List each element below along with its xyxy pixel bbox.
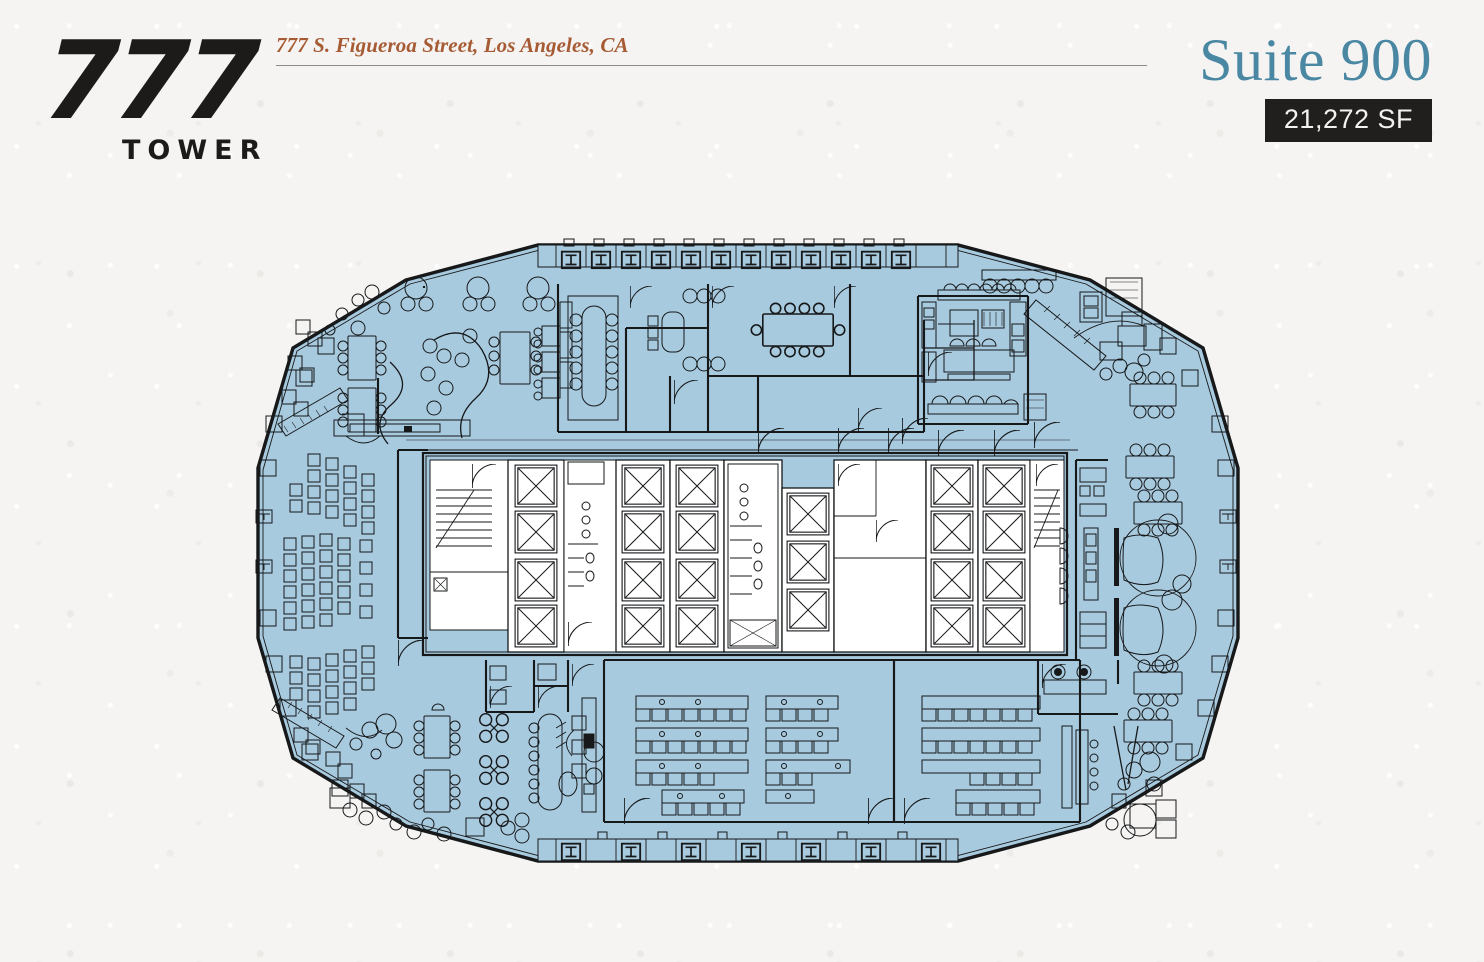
elevator-bank-east-2 [977,459,1031,653]
perimeter-windows [255,238,1237,862]
page-header: 777 TOWER 777 S. Figueroa Street, Los An… [0,0,1484,210]
building-core [421,451,1069,657]
training-rows-center [283,533,373,631]
south-workstation-zone [602,658,1082,824]
core-utility-block [833,459,927,653]
east-support-lower [1036,660,1120,716]
east-zone [1036,311,1197,840]
training-rows-lower [289,645,375,719]
suite-title: Suite 900 [1199,27,1432,93]
header-divider [276,65,1147,66]
boardroom-north [559,286,652,421]
stair-west [429,459,509,631]
building-logo: 777 TOWER [40,19,268,167]
south-support-rooms [484,660,605,797]
north-meeting-pods [488,325,561,401]
northeast-lounge-furniture [1073,311,1163,382]
elevator-bank-west [507,459,565,653]
floorplan-container: .fill{fill:#a8cade;} .wht{fill:#ffffff;}… [238,228,1256,876]
east-service-millwork [1059,458,1108,660]
northeast-banquette [981,269,1143,371]
stair-east [1029,459,1065,653]
reception-millwork [333,419,471,437]
restrooms-center [723,459,783,653]
floorplan-drawing: .fill{fill:#a8cade;} .wht{fill:#ffffff;}… [255,238,1240,863]
elevator-bank-center-east [781,487,835,653]
address-block: 777 S. Figueroa Street, Los Angeles, CA [276,33,1148,66]
building-address: 777 S. Figueroa Street, Los Angeles, CA [276,33,629,57]
elevator-bank-east [925,459,979,653]
east-perimeter-units [1145,337,1237,797]
elevator-bank-center-west [615,459,671,653]
workstation-cluster-left [635,695,749,816]
southeast-lounge [1061,725,1177,840]
west-training-zone [283,448,428,719]
workstation-cluster-middle [765,695,851,804]
elevator-bank-center-west-2 [669,459,725,653]
pantry-lounge [902,283,1060,448]
conference-center-north [647,286,734,372]
square-footage-badge: 21,272 SF [1264,99,1432,142]
suite-block: Suite 900 21,272 SF [1199,30,1432,142]
east-lounge-pods [1114,513,1197,674]
corridor-ring [398,439,1078,451]
northwest-collaboration [277,276,556,445]
logo-number: 777 [40,19,258,144]
training-rows-upper [289,453,375,535]
logo-word: TOWER [122,135,268,167]
north-zone [277,269,1143,448]
elevator-lobby-west [563,459,617,653]
workstation-cluster-right [921,695,1041,816]
southwest-cafe-zone [271,697,597,844]
